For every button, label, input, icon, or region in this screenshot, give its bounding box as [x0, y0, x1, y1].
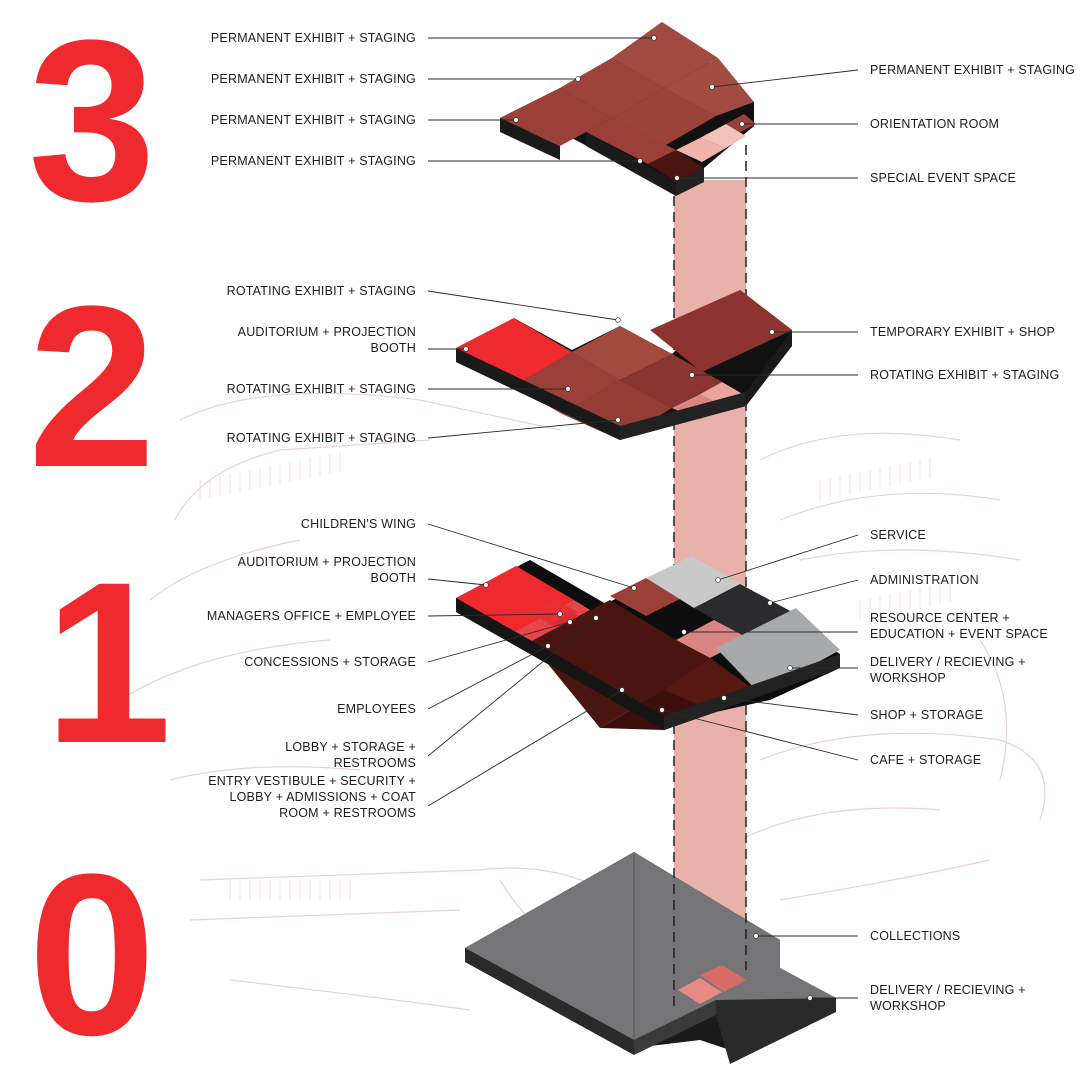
label-temporary-exhibit: TEMPORARY EXHIBIT + SHOP [870, 325, 1056, 339]
label-shop-storage: SHOP + STORAGE [870, 708, 984, 722]
label-resource-center: RESOURCE CENTER + EDUCATION + EVENT SPAC… [870, 610, 1048, 642]
label-permanent-exhibit-4: PERMANENT EXHIBIT + STAGING [210, 154, 416, 168]
label-rotating-exhibit-1: ROTATING EXHIBIT + STAGING [226, 284, 416, 298]
label-permanent-exhibit-2: PERMANENT EXHIBIT + STAGING [210, 72, 416, 86]
label-rotating-exhibit-2: ROTATING EXHIBIT + STAGING [226, 382, 416, 396]
label-line: RESOURCE CENTER + [870, 611, 1010, 625]
label-line: BOOTH [370, 571, 416, 585]
floor-1-plate [456, 556, 840, 730]
label-administration: ADMINISTRATION [870, 573, 979, 587]
label-collections: COLLECTIONS [870, 929, 961, 943]
label-entry-vestibule: ENTRY VESTIBULE + SECURITY + LOBBY + ADM… [208, 773, 416, 821]
floor-0-plate [465, 852, 836, 1064]
label-line: EDUCATION + EVENT SPACE [870, 627, 1048, 641]
label-service: SERVICE [870, 528, 927, 542]
floor-number-0: 0 [28, 826, 156, 1083]
floor-number-3: 3 [28, 0, 156, 249]
label-concessions: CONCESSIONS + STORAGE [244, 655, 416, 669]
label-orientation-room: ORIENTATION ROOM [870, 117, 1000, 131]
label-auditorium-1: AUDITORIUM + PROJECTION BOOTH [238, 554, 416, 586]
label-line: AUDITORIUM + PROJECTION [237, 325, 416, 339]
label-line: RESTROOMS [333, 756, 416, 770]
label-rotating-exhibit-right: ROTATING EXHIBIT + STAGING [870, 368, 1060, 382]
label-line: WORKSHOP [870, 999, 946, 1013]
label-line: BOOTH [370, 341, 416, 355]
label-permanent-exhibit-right: PERMANENT EXHIBIT + STAGING [870, 63, 1076, 77]
leader-lines [427, 37, 859, 999]
label-delivery-0: DELIVERY / RECIEVING + WORKSHOP [870, 982, 1026, 1014]
label-delivery-1: DELIVERY / RECIEVING + WORKSHOP [870, 654, 1026, 686]
floor-2-plate [456, 290, 792, 440]
label-lobby-storage: LOBBY + STORAGE + RESTROOMS [285, 739, 416, 771]
label-auditorium-2: AUDITORIUM + PROJECTION BOOTH [238, 324, 416, 356]
label-permanent-exhibit-1: PERMANENT EXHIBIT + STAGING [210, 31, 416, 45]
label-rotating-exhibit-3: ROTATING EXHIBIT + STAGING [226, 431, 416, 445]
label-special-event-space: SPECIAL EVENT SPACE [870, 171, 1016, 185]
floor-3-plate [500, 22, 756, 196]
label-line: LOBBY + STORAGE + [285, 740, 416, 754]
label-line: DELIVERY / RECIEVING + [870, 655, 1026, 669]
label-line: WORKSHOP [870, 671, 946, 685]
label-line: ROOM + RESTROOMS [279, 806, 416, 820]
label-childrens-wing: CHILDREN'S WING [300, 517, 416, 531]
floor-number-2: 2 [28, 258, 156, 515]
label-permanent-exhibit-3: PERMANENT EXHIBIT + STAGING [210, 113, 416, 127]
label-employees: EMPLOYEES [337, 702, 416, 716]
label-cafe-storage: CAFE + STORAGE [870, 753, 982, 767]
leader-dots [463, 35, 813, 1001]
floor-number-1: 1 [44, 534, 172, 791]
label-managers-office: MANAGERS OFFICE + EMPLOYEE [206, 609, 416, 623]
label-line: DELIVERY / RECIEVING + [870, 983, 1026, 997]
label-line: LOBBY + ADMISSIONS + COAT [229, 790, 416, 804]
label-line: AUDITORIUM + PROJECTION [237, 555, 416, 569]
label-line: ENTRY VESTIBULE + SECURITY + [208, 774, 416, 788]
